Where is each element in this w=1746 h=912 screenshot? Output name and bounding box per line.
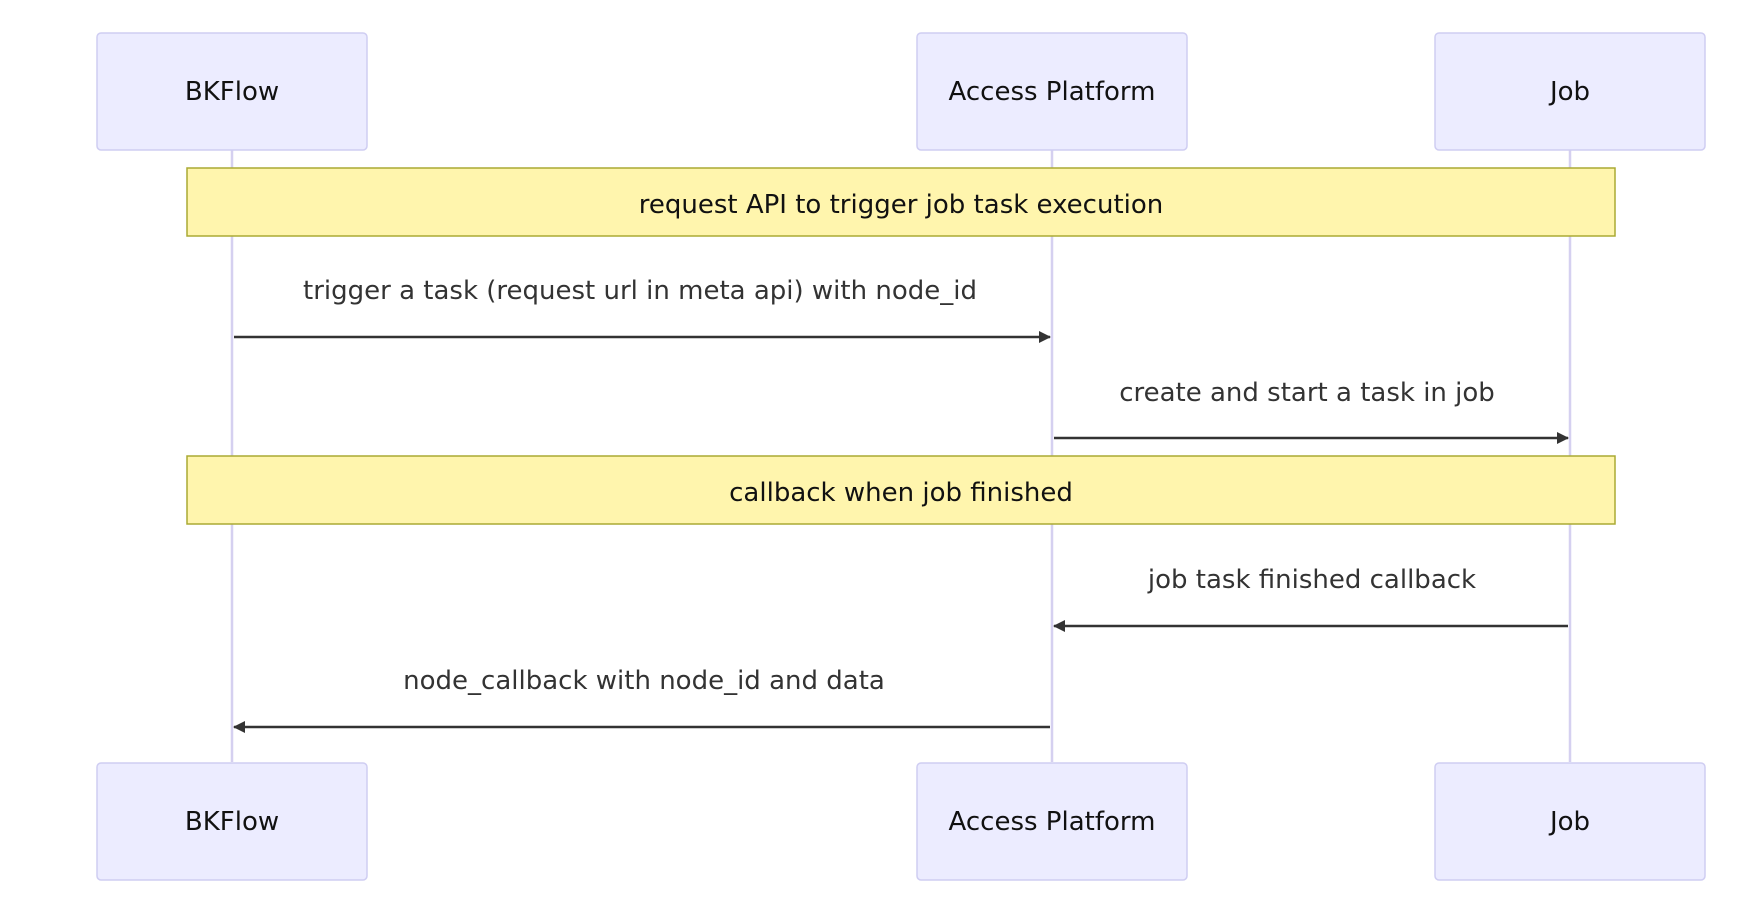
message-node-callback: node_callback with node_id and data bbox=[233, 666, 1050, 733]
participant-access-platform-label: Access Platform bbox=[949, 77, 1156, 107]
message-trigger-task: trigger a task (request url in meta api)… bbox=[234, 276, 1051, 343]
note-request-api-label: request API to trigger job task executio… bbox=[639, 190, 1164, 220]
message-create-start: create and start a task in job bbox=[1054, 378, 1569, 444]
message-trigger-task-label: trigger a task (request url in meta api)… bbox=[303, 276, 977, 306]
participant-access-platform-top: Access Platform bbox=[916, 32, 1188, 151]
participant-job-bottom-label: Job bbox=[1548, 807, 1590, 837]
message-task-finished-label: job task finished callback bbox=[1147, 565, 1476, 595]
message-task-finished: job task finished callback bbox=[1053, 565, 1568, 632]
participant-bkflow-bottom-label: BKFlow bbox=[185, 807, 279, 837]
participant-access-platform-bottom-label: Access Platform bbox=[949, 807, 1156, 837]
participant-bkflow-label: BKFlow bbox=[185, 77, 279, 107]
participant-job-top: Job bbox=[1434, 32, 1706, 151]
participant-job-bottom: Job bbox=[1434, 762, 1706, 881]
message-create-start-label: create and start a task in job bbox=[1119, 378, 1495, 408]
note-callback-finished-label: callback when job finished bbox=[729, 478, 1073, 508]
participant-bkflow-bottom: BKFlow bbox=[96, 762, 368, 881]
participant-access-platform-bottom: Access Platform bbox=[916, 762, 1188, 881]
participant-bkflow-top: BKFlow bbox=[96, 32, 368, 151]
note-callback-finished: callback when job finished bbox=[186, 455, 1616, 525]
note-request-api: request API to trigger job task executio… bbox=[186, 167, 1616, 237]
message-node-callback-label: node_callback with node_id and data bbox=[403, 666, 885, 696]
participant-job-label: Job bbox=[1548, 77, 1590, 107]
